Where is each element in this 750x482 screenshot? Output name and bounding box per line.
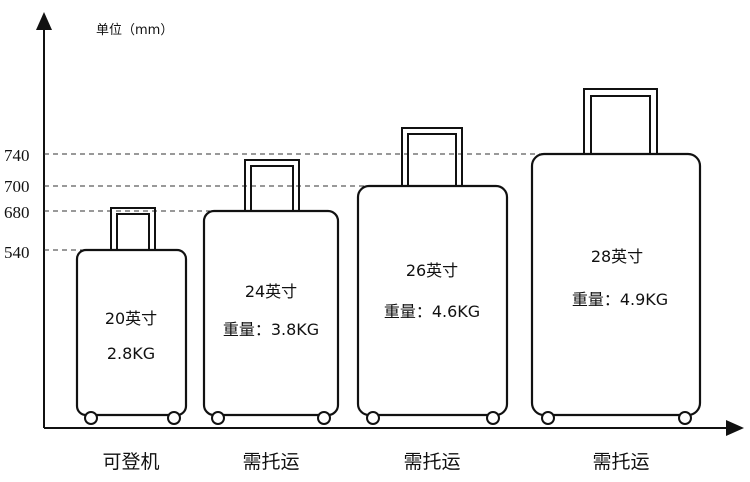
weight-label: 重量：4.9KG xyxy=(572,290,668,309)
handle-icon xyxy=(110,207,156,250)
suitcase-28: 28英寸 重量：4.9KG xyxy=(530,88,702,425)
suitcase-body xyxy=(530,152,702,417)
tick-label-700: 700 xyxy=(4,177,30,196)
category-label: 需托运 xyxy=(403,451,460,473)
suitcase-24: 24英寸 重量：3.8KG xyxy=(202,159,340,425)
tick-label-680: 680 xyxy=(4,203,30,222)
weight-label: 2.8KG xyxy=(107,344,155,363)
suitcase-body xyxy=(202,209,340,417)
category-label: 需托运 xyxy=(242,451,299,473)
wheel-icon xyxy=(211,411,225,425)
unit-label: 单位（mm） xyxy=(96,23,173,38)
wheel-icon xyxy=(317,411,331,425)
wheel-icon xyxy=(541,411,555,425)
x-axis-arrow-icon xyxy=(726,420,744,436)
wheel-icon xyxy=(486,411,500,425)
size-label: 26英寸 xyxy=(406,261,458,280)
category-label: 可登机 xyxy=(102,451,159,473)
size-label: 24英寸 xyxy=(245,282,297,301)
wheel-icon xyxy=(678,411,692,425)
y-axis-arrow-icon xyxy=(36,12,52,30)
weight-label: 重量：4.6KG xyxy=(384,302,480,321)
wheel-icon xyxy=(84,411,98,425)
weight-label: 重量：3.8KG xyxy=(223,320,319,339)
handle-icon xyxy=(583,88,658,154)
handle-icon xyxy=(401,127,463,186)
suitcase-20: 20英寸 2.8KG xyxy=(75,207,188,425)
wheel-icon xyxy=(167,411,181,425)
size-label: 28英寸 xyxy=(591,247,643,266)
size-label: 20英寸 xyxy=(105,309,157,328)
tick-label-740: 740 xyxy=(4,146,30,165)
suitcase-body xyxy=(75,248,188,417)
suitcase-26: 26英寸 重量：4.6KG xyxy=(356,127,509,425)
category-label: 需托运 xyxy=(592,451,649,473)
handle-icon xyxy=(244,159,300,211)
tick-label-540: 540 xyxy=(4,243,30,262)
suitcase-body xyxy=(356,184,509,417)
wheel-icon xyxy=(366,411,380,425)
